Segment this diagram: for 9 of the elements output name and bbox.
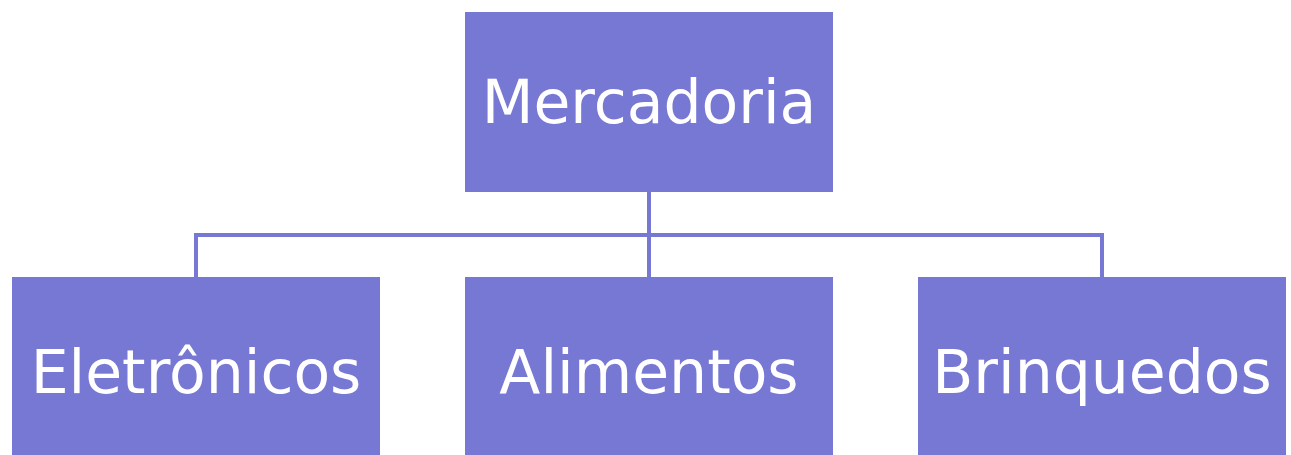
category-box — [918, 277, 1286, 455]
category-box — [465, 277, 833, 455]
box-label: Alimentos — [499, 337, 799, 407]
box-label: Eletrônicos — [30, 337, 362, 407]
category-box — [465, 12, 833, 192]
box-label: Brinquedos — [932, 337, 1272, 407]
connector-line — [647, 192, 1104, 277]
category-box — [12, 277, 380, 455]
box-label: Mercadoria — [481, 67, 817, 137]
